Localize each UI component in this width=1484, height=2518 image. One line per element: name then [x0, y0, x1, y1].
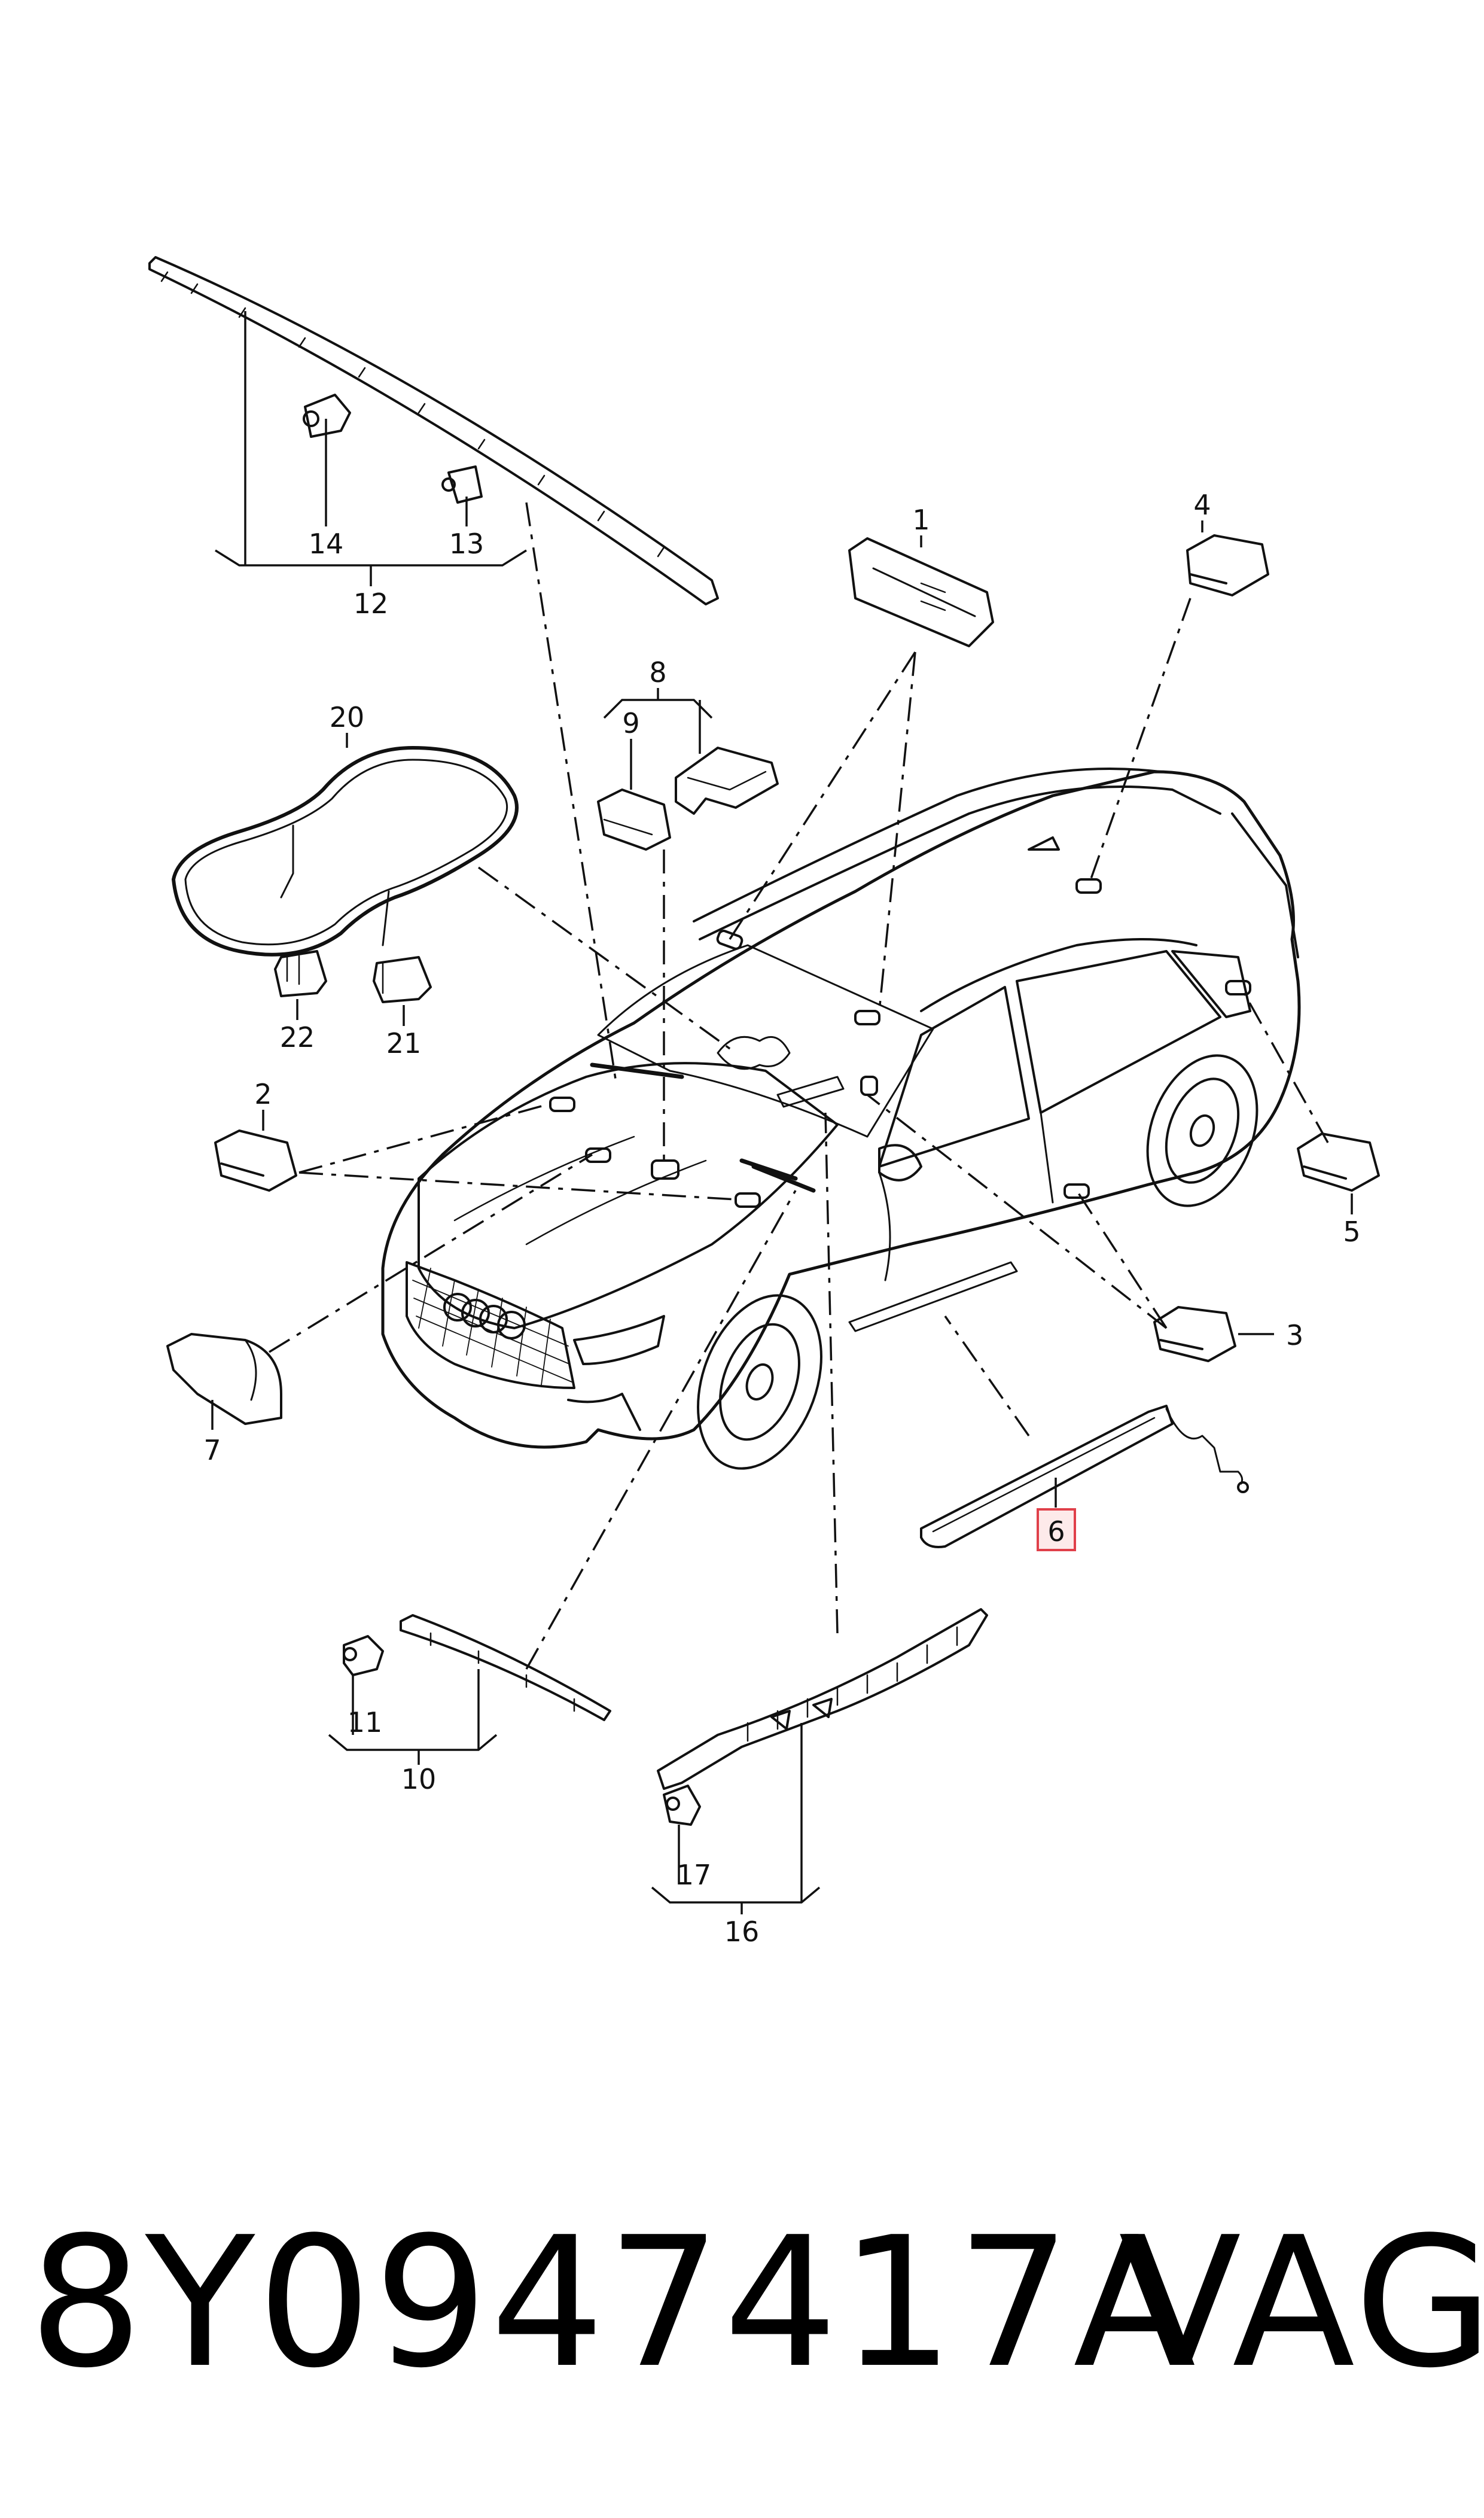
part-16-illustration: [657, 1608, 988, 1790]
part-4-illustration: [1186, 534, 1269, 596]
part-2-illustration: [214, 1129, 297, 1192]
part-number: 8Y0947417A: [29, 2199, 1199, 2407]
callout-22: 22: [280, 1021, 315, 1054]
callout-20: 20: [330, 701, 365, 733]
part-20-illustration: [172, 746, 519, 957]
part-22-illustration: [274, 950, 327, 997]
callout-2: 2: [254, 1078, 272, 1110]
callout-16: 16: [724, 1916, 760, 1948]
part-3-illustration: [1153, 1306, 1236, 1362]
callout-6-highlight-box: [1037, 1508, 1076, 1551]
part-10-illustration: [400, 1614, 611, 1721]
part-21-illustration: [373, 956, 432, 1003]
callout-11: 11: [348, 1706, 383, 1738]
part-5-illustration: [1297, 1132, 1380, 1192]
callout-17: 17: [677, 1859, 712, 1891]
brand-name: VAG: [1119, 2199, 1484, 2407]
callout-14: 14: [309, 528, 344, 560]
part-11-illustration: [343, 1635, 384, 1676]
part-6-illustration: [920, 1405, 1249, 1548]
part-7-illustration: [166, 1333, 282, 1425]
callout-13: 13: [449, 528, 484, 560]
callout-6: 6: [1047, 1515, 1065, 1548]
callout-10: 10: [401, 1763, 437, 1795]
part-8-illustration: [675, 747, 779, 815]
callout-8: 8: [649, 656, 666, 689]
part-9-illustration: [597, 788, 671, 851]
callout-5: 5: [1343, 1216, 1360, 1248]
callout-9: 9: [622, 707, 639, 739]
part-1-illustration: [848, 537, 994, 647]
part-17-illustration: [663, 1785, 701, 1826]
dash-dot-lines: [269, 502, 1329, 1670]
car-illustration: [381, 768, 1301, 1470]
part-12-illustration: [148, 256, 719, 605]
callout-7: 7: [203, 1434, 221, 1466]
callout-12: 12: [354, 587, 389, 620]
callout-4: 4: [1193, 489, 1211, 521]
callout-3: 3: [1286, 1319, 1303, 1351]
callout-21: 21: [386, 1027, 422, 1059]
callout-1: 1: [912, 504, 930, 536]
leader-lines: [211, 311, 1353, 1914]
